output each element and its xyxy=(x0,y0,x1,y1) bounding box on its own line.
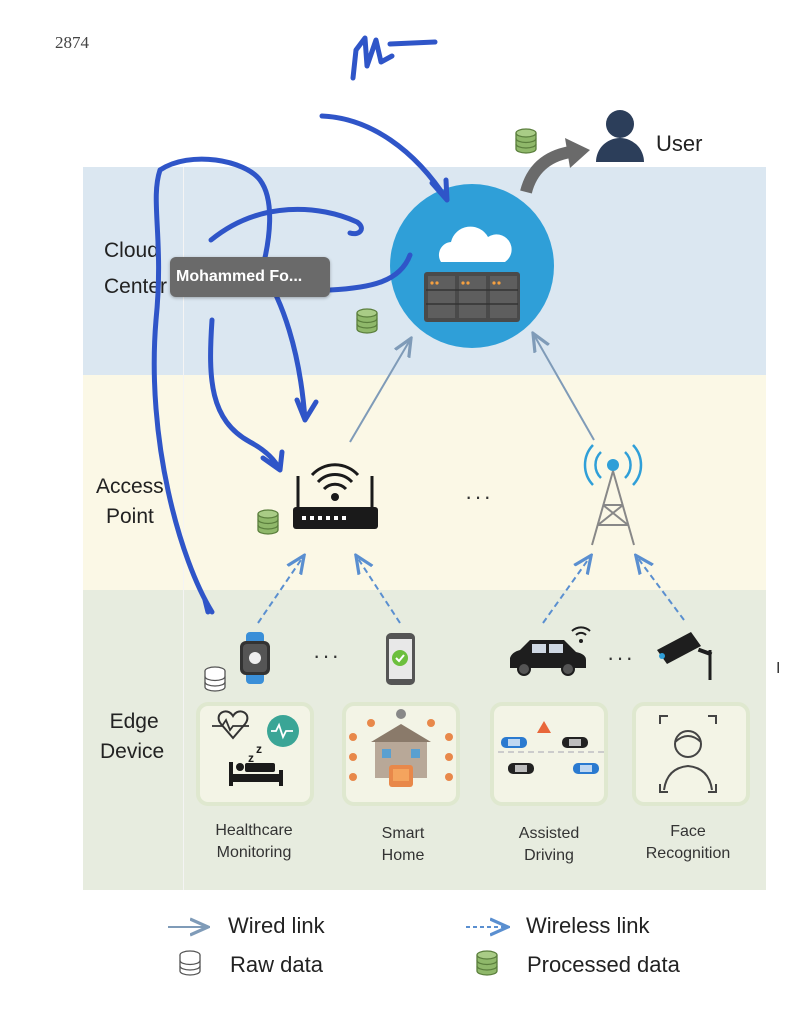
user-label: User xyxy=(656,131,703,156)
upload-arrow xyxy=(520,146,572,194)
access-point-label: Access Point xyxy=(96,472,164,532)
user-icon xyxy=(596,110,644,162)
label-divider xyxy=(183,167,184,890)
smartwatch-icon xyxy=(240,632,270,684)
app-label-line2: Monitoring xyxy=(216,844,292,861)
edge-label-line2: Device xyxy=(100,740,165,763)
cloud-server-icon xyxy=(390,184,554,348)
edge-device-ellipsis: ··· xyxy=(313,643,341,668)
text-cursor-icon: I xyxy=(776,660,781,677)
wired-link xyxy=(534,335,595,441)
pen-loop-stroke xyxy=(151,156,319,615)
annotation-author-tooltip[interactable]: Mohammed Fo... xyxy=(170,257,330,297)
router-icon xyxy=(293,463,378,529)
cloud-label-line2: Center xyxy=(104,275,168,298)
upload-arrow-head xyxy=(565,138,590,168)
pen-short-stroke xyxy=(327,252,413,293)
access-label-line1: Access xyxy=(96,475,164,498)
pen-arrow-to-router xyxy=(208,317,285,473)
legend-raw-label: Raw data xyxy=(230,952,323,977)
cell-tower-icon xyxy=(583,444,643,546)
app-label-face-recognition: Face Recognition xyxy=(618,821,758,865)
edge-device-label: Edge Device xyxy=(100,707,164,767)
app-card-assisted-driving xyxy=(490,702,608,806)
app-label-line2: Home xyxy=(381,847,425,864)
wireless-link xyxy=(542,557,590,624)
cloud-label-line1: Cloud xyxy=(104,239,159,262)
wired-link xyxy=(349,340,410,443)
cloud-center-label: Cloud Center xyxy=(104,236,167,302)
app-label-line2: Driving xyxy=(524,847,574,864)
edge-device-ellipsis: ··· xyxy=(607,645,635,670)
app-label-line1: Assisted xyxy=(518,825,580,842)
pen-arrow-to-cloud xyxy=(319,113,450,203)
app-label-healthcare: Healthcare Monitoring xyxy=(184,820,324,864)
pen-tick-stroke xyxy=(202,597,211,615)
app-label-line2: Recognition xyxy=(645,845,731,862)
app-label-line1: Smart xyxy=(381,825,425,842)
car-icon xyxy=(510,626,591,676)
legend-wireless-label: Wireless link xyxy=(526,913,650,938)
app-label-smart-home: Smart Home xyxy=(333,823,473,867)
app-label-line1: Healthcare xyxy=(215,822,293,839)
app-label-line1: Face xyxy=(670,823,706,840)
wireless-link xyxy=(357,557,401,624)
wireless-link xyxy=(637,557,685,621)
wireless-link xyxy=(257,557,303,624)
smartphone-icon xyxy=(386,633,415,685)
access-label-line2: Point xyxy=(106,505,154,528)
security-camera-icon xyxy=(657,632,713,680)
page-number: 2874 xyxy=(55,33,89,52)
pen-curve-stroke xyxy=(208,206,364,243)
handwritten-ml-stroke xyxy=(350,35,438,81)
legend-wired-label: Wired link xyxy=(228,913,325,938)
app-label-assisted-driving: Assisted Driving xyxy=(479,823,619,867)
edge-label-line1: Edge xyxy=(109,710,159,733)
legend-processed-label: Processed data xyxy=(527,952,680,977)
access-point-ellipsis: ··· xyxy=(465,484,493,509)
